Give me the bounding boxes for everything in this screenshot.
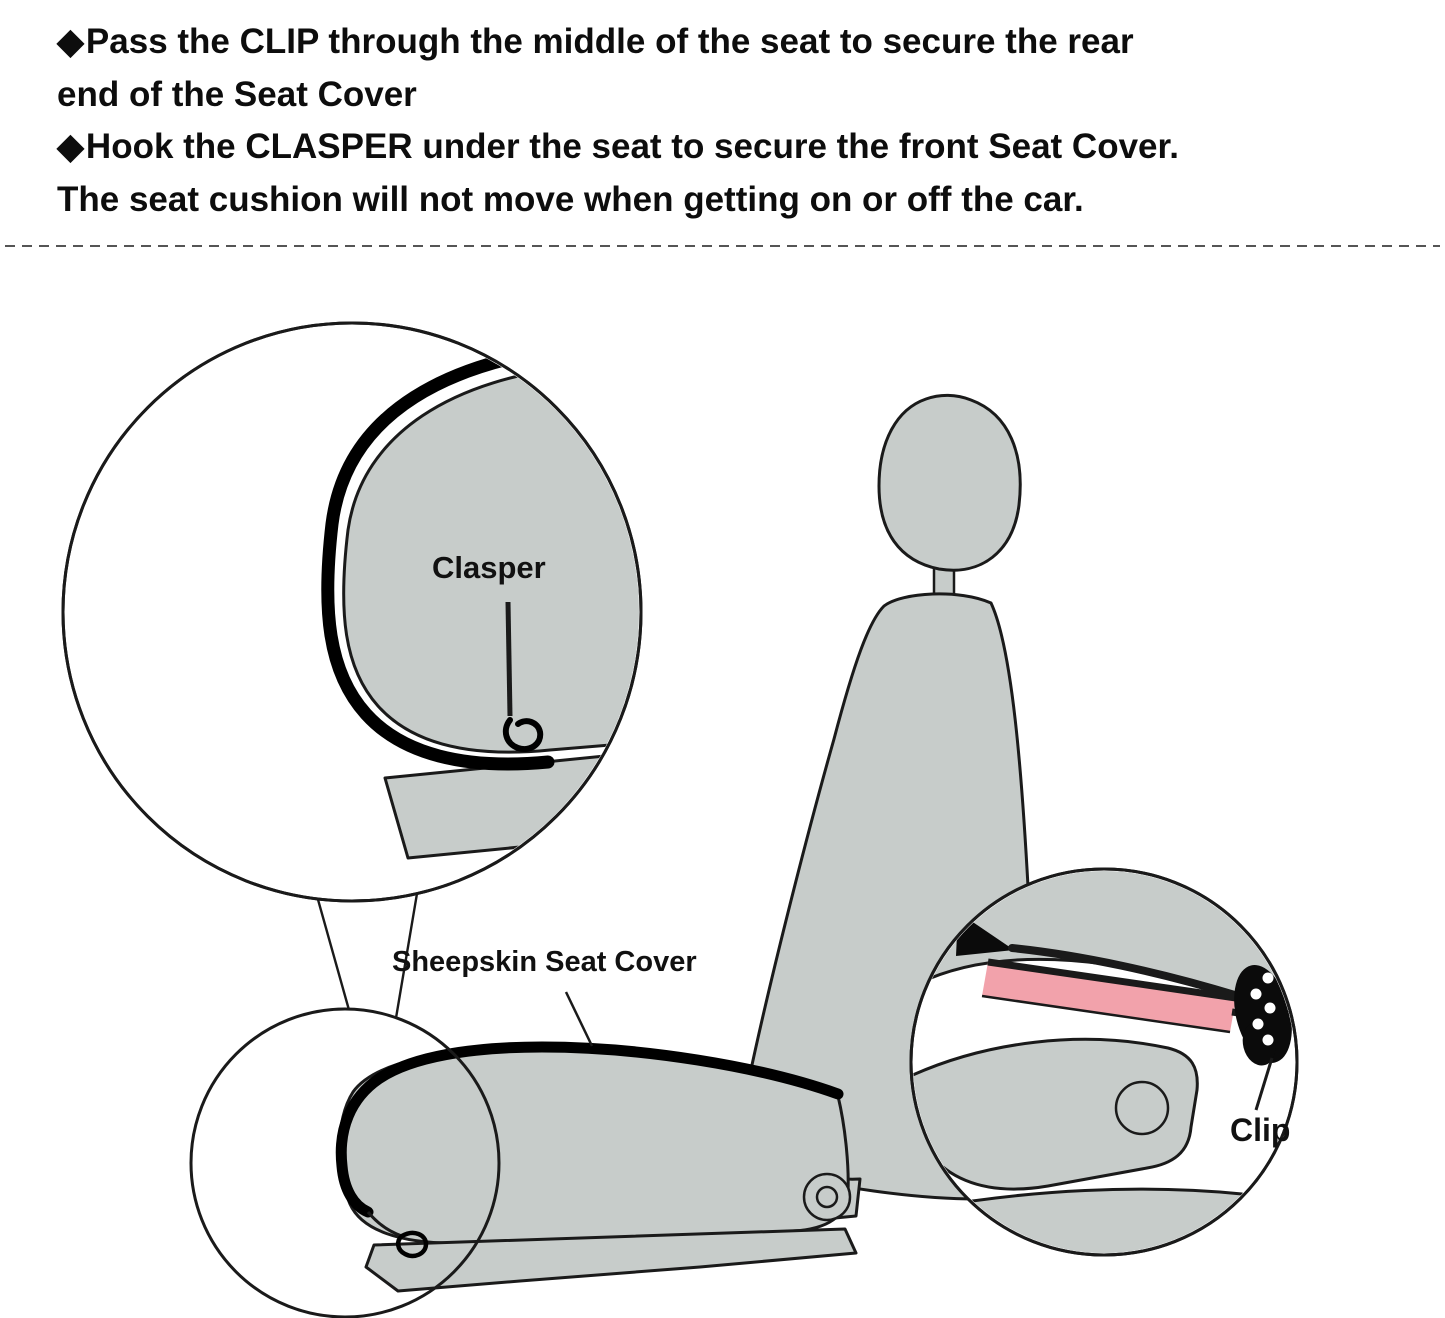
car-seat — [335, 393, 1040, 1293]
strap-top-edge — [987, 958, 1237, 1002]
clasper-pointer-line — [505, 601, 513, 717]
clip-holes — [1250, 972, 1276, 1046]
clip-pointer-line — [1254, 1057, 1274, 1111]
clasper-zoom-view — [61, 321, 643, 903]
cushion-bolt-detail — [1114, 1080, 1170, 1136]
recliner-hinge — [802, 1172, 852, 1222]
headrest — [877, 393, 1022, 572]
clasper-wire — [366, 1211, 403, 1238]
clasper-hook — [502, 717, 544, 752]
instructions: ◆Pass the CLIP through the middle of the… — [57, 16, 1367, 226]
instruction-line: Hook the CLASPER under the seat to secur… — [85, 127, 1179, 166]
clasper-zoom-ring — [61, 321, 643, 903]
clip-body — [1234, 965, 1292, 1066]
zoom-source-circle — [189, 1007, 501, 1318]
instruction-line: Pass the CLIP through the middle of the … — [85, 22, 1134, 61]
seat-cover-trim — [335, 1041, 844, 1218]
securing-strap — [982, 962, 1236, 1032]
seat-base — [364, 1227, 858, 1293]
instruction-item: ◆Pass the CLIP through the middle of the… — [57, 16, 1367, 121]
seat-cover-pointer-line — [564, 991, 594, 1047]
cover-edge-line — [1008, 944, 1242, 1000]
sheepskin-seat-cover-label: Sheepskin Seat Cover — [392, 946, 697, 978]
cushion-rear-zoom — [913, 1037, 1199, 1191]
clip-zoom-ring — [909, 867, 1299, 1257]
clip-label: Clip — [1230, 1112, 1291, 1148]
diamond-bullet-icon: ◆ — [57, 22, 84, 61]
instruction-line: The seat cushion will not move when gett… — [57, 179, 1084, 219]
strap-bottom-edge — [981, 994, 1231, 1034]
clasper-label: Clasper — [432, 550, 546, 585]
instruction-line: end of the Seat Cover — [57, 74, 417, 114]
diamond-bullet-icon: ◆ — [57, 127, 84, 166]
instruction-item: ◆Hook the CLASPER under the seat to secu… — [57, 121, 1367, 226]
clasper-hook-small — [395, 1230, 429, 1259]
recliner-hinge-center — [815, 1185, 839, 1209]
seat-cover-trim-zoom — [321, 337, 613, 771]
